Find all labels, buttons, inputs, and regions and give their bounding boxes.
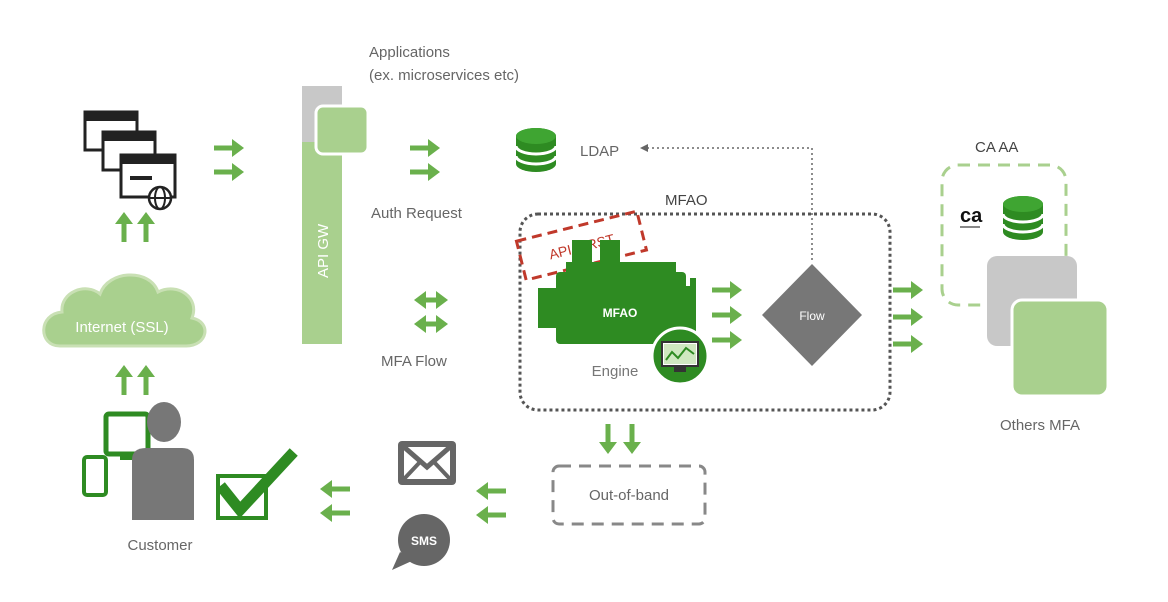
envelope-icon <box>398 441 456 485</box>
internet-label: Internet (SSL) <box>75 319 168 336</box>
mfao-container-box <box>518 212 892 412</box>
arrows-flow-to-mfa <box>893 281 923 353</box>
applications-label: Applications <box>369 44 450 61</box>
ldap-connector-arrowhead <box>640 144 648 152</box>
globe-icon <box>147 185 173 211</box>
flow-decision-node <box>762 264 862 366</box>
ldap-connector-line <box>642 147 813 262</box>
api-gw-label: API GW <box>315 223 332 278</box>
checkmark-icon <box>216 448 298 520</box>
applications-sublabel: (ex. microservices etc) <box>369 67 519 84</box>
mfa-flow-label: MFA Flow <box>381 353 447 370</box>
customer-icon <box>82 402 194 520</box>
arrows-auth-request <box>410 139 440 181</box>
arrows-client-to-gateway <box>214 139 244 181</box>
others-mfa-front-box <box>1010 298 1110 398</box>
engine-icon <box>538 240 696 344</box>
customer-label: Customer <box>127 537 192 554</box>
engine-label: Engine <box>592 363 639 380</box>
out-of-band-box <box>551 464 707 526</box>
monitor-icon <box>650 326 710 386</box>
out-of-band-label: Out-of-band <box>589 487 669 504</box>
ca-logo-underline <box>960 226 980 228</box>
sms-label: SMS <box>411 534 437 548</box>
ca-aa-label: CA AA <box>975 139 1018 156</box>
api-gateway <box>302 86 370 344</box>
mfao-title: MFAO <box>665 192 708 209</box>
ldap-database-icon <box>514 126 558 174</box>
ldap-label: LDAP <box>580 143 619 160</box>
arrows-mfao-to-out-of-band <box>599 424 641 454</box>
arrows-to-customer <box>320 480 350 522</box>
others-mfa-label: Others MFA <box>1000 417 1080 434</box>
engine-block-label: MFAO <box>603 306 638 320</box>
auth-request-label: Auth Request <box>371 205 463 222</box>
arrows-mfa-flow <box>414 291 448 333</box>
arrows-engine-to-flow <box>712 281 742 349</box>
arrows-customer-to-internet <box>115 365 155 395</box>
sms-icon <box>392 514 450 570</box>
ca-aa-box <box>940 163 1068 307</box>
browser-windows-icon <box>83 110 177 211</box>
ca-aa-database-icon <box>1001 194 1045 242</box>
arrows-internet-to-browser <box>115 212 155 242</box>
ca-logo: ca <box>960 205 983 227</box>
flow-label: Flow <box>799 309 825 323</box>
arrows-out-of-band-to-channels <box>476 482 506 524</box>
internet-cloud-icon <box>42 273 207 348</box>
